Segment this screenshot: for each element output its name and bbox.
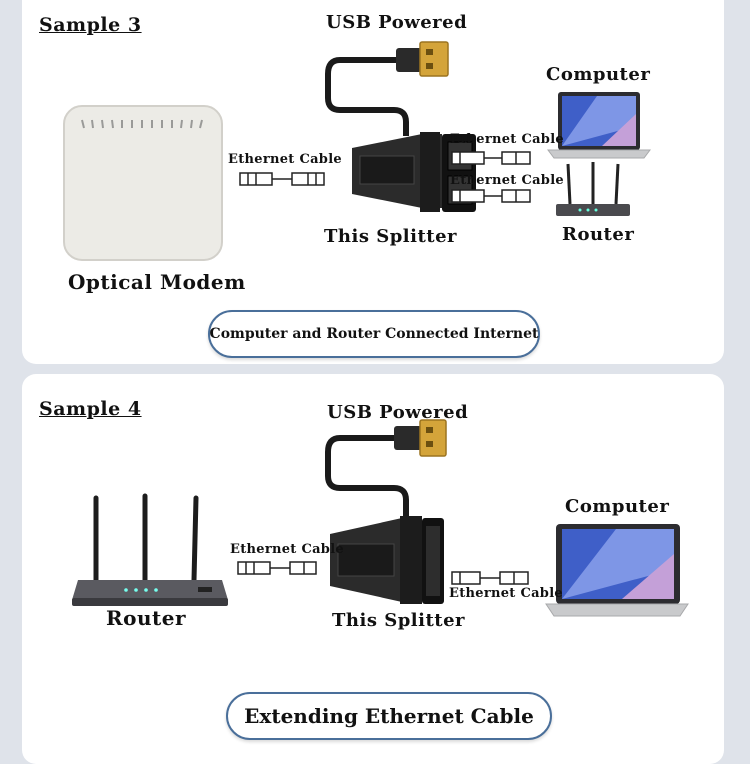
computer-label: Computer [565, 496, 670, 517]
laptop-icon [545, 524, 689, 617]
router-body [72, 580, 228, 606]
sample-3-illustration [63, 41, 651, 261]
sample-3-title: Sample 3 [39, 14, 142, 36]
router-icon-small [566, 162, 620, 205]
sample-4-caption: Extending Ethernet Cable [226, 692, 552, 740]
optical-modem-icon [63, 105, 223, 261]
sample-4-title: Sample 4 [39, 398, 142, 420]
ethernet-cable-label-left: Ethernet Cable [230, 542, 345, 557]
usb-plug-icon [325, 41, 449, 136]
computer-label: Computer [546, 64, 651, 85]
ethernet-cable-icon-left [239, 172, 325, 186]
optical-modem-label: Optical Modem [68, 270, 246, 294]
router-body-small [556, 204, 630, 216]
ethernet-cable-label-bottom: Ethernet Cable [450, 173, 565, 188]
usb-plug-icon [325, 419, 447, 516]
ethernet-cable-label-left: Ethernet Cable [228, 152, 343, 167]
ethernet-cable-icon-right [451, 571, 529, 585]
router-label: Router [106, 606, 187, 630]
sample-4-panel: Sample 4 USB Powered Computer Ethernet C… [22, 374, 724, 764]
ethernet-cable-icon-left [237, 561, 317, 575]
this-splitter-label: This Splitter [332, 610, 466, 631]
ethernet-cable-label-right: Ethernet Cable [449, 586, 564, 601]
ethernet-cable-label-top: Ethernet Cable [450, 132, 565, 147]
this-splitter-label: This Splitter [324, 226, 458, 247]
usb-powered-label: USB Powered [326, 12, 468, 33]
router-icon [93, 493, 199, 583]
ethernet-cable-icon-bottom [451, 189, 531, 203]
ethernet-cable-icon-top [451, 151, 531, 165]
laptop-icon [547, 92, 651, 159]
sample-4-illustration [72, 419, 689, 617]
usb-powered-label: USB Powered [327, 402, 469, 423]
router-label: Router [562, 224, 635, 245]
sample-3-panel: Sample 3 USB Powered Computer Ethernet C… [22, 0, 724, 364]
sample-3-caption: Computer and Router Connected Internet [208, 310, 540, 358]
ethernet-splitter-icon [330, 516, 444, 604]
